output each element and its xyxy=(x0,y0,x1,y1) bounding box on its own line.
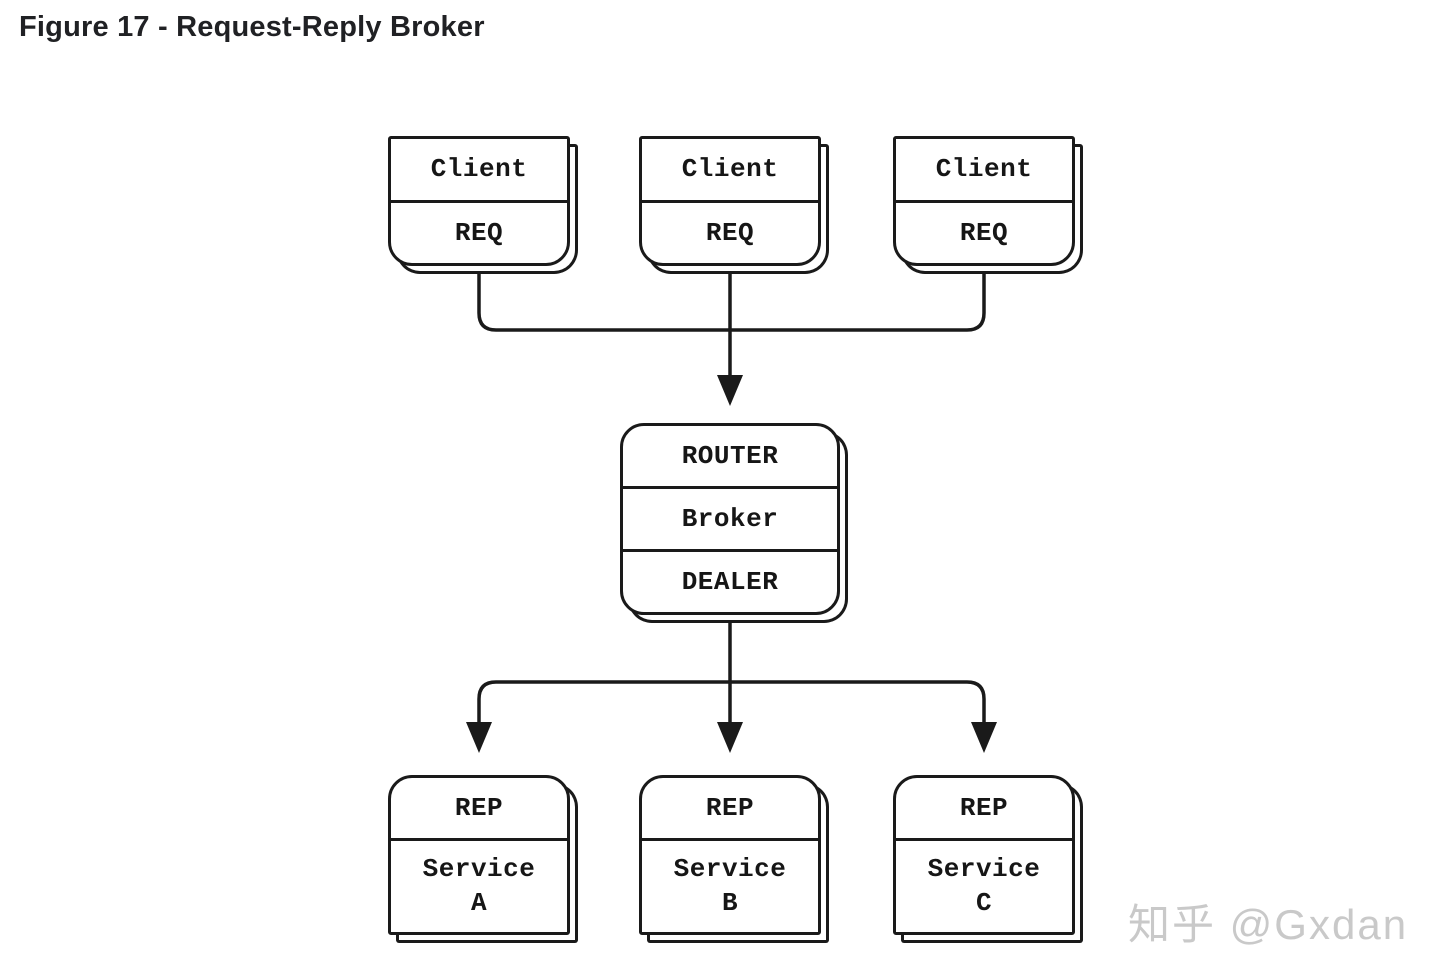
service-b-title: Service B xyxy=(642,838,818,932)
service-a-name: Service xyxy=(422,853,536,884)
broker-arrowhead-icon xyxy=(717,375,743,406)
client-2-socket-label: REQ xyxy=(642,199,818,264)
broker-title: Broker xyxy=(623,486,837,549)
client-node-1: Client REQ xyxy=(388,136,570,266)
service-c-name: Service xyxy=(927,853,1041,884)
service-a-arrowhead-icon xyxy=(466,722,492,753)
service-a-socket-label: REP xyxy=(454,793,504,823)
service-c-id: C xyxy=(975,887,993,918)
client-3-title: Client xyxy=(935,154,1033,185)
service-c-arrowhead-icon xyxy=(971,722,997,753)
watermark: 知乎 @Gxdan xyxy=(1128,901,1409,948)
broker-dealer-socket-label: DEALER xyxy=(623,549,837,612)
figure-title: Figure 17 - Request-Reply Broker xyxy=(19,11,485,43)
broker-node: ROUTER Broker DEALER xyxy=(620,423,840,615)
client-node-2: Client REQ xyxy=(639,136,821,266)
client-3-socket-label: REQ xyxy=(896,199,1072,264)
service-a-title: Service A xyxy=(391,838,567,932)
services-bus-line xyxy=(477,680,986,724)
broker-router-socket-label: ROUTER xyxy=(681,441,779,471)
service-node-a: REP Service A xyxy=(388,775,570,935)
service-node-c: REP Service C xyxy=(893,775,1075,935)
service-c-socket-label: REP xyxy=(959,793,1009,823)
client-node-3: Client REQ xyxy=(893,136,1075,266)
client-2-title: Client xyxy=(681,154,779,185)
service-b-arrowhead-icon xyxy=(717,722,743,753)
service-a-id: A xyxy=(470,887,488,918)
service-b-name: Service xyxy=(673,853,787,884)
service-b-socket-label: REP xyxy=(705,793,755,823)
service-b-id: B xyxy=(721,887,739,918)
service-c-title: Service C xyxy=(896,838,1072,932)
service-node-b: REP Service B xyxy=(639,775,821,935)
client-1-socket-label: REQ xyxy=(391,199,567,264)
client-1-title: Client xyxy=(430,154,528,185)
